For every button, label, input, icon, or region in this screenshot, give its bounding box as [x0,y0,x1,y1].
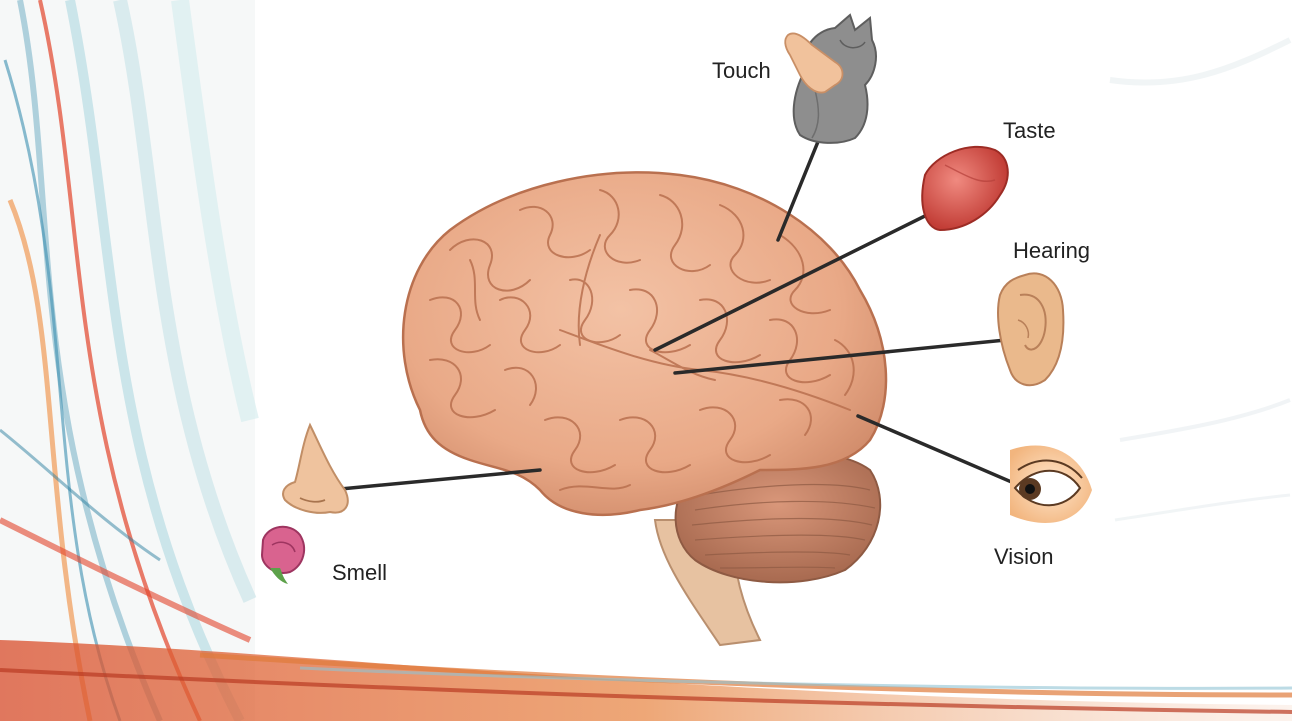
label-hearing: Hearing [1013,238,1090,264]
smell-illustration [283,425,348,513]
hearing-illustration [998,273,1063,385]
bottom-swoosh [0,640,1292,721]
rose-icon [262,527,304,573]
vision-connector [858,416,1030,490]
label-smell: Smell [332,560,387,586]
pupil [1025,484,1035,494]
smell-connector [330,470,540,490]
touch-illustration [785,15,876,143]
label-touch: Touch [712,58,771,84]
background-swirls [0,0,255,721]
tongue-icon [922,147,1008,230]
right-decoration [1110,40,1290,520]
rose-illustration [262,527,304,584]
vision-illustration [1010,446,1092,523]
taste-illustration [922,147,1008,230]
ear-icon [998,273,1063,385]
label-taste: Taste [1003,118,1056,144]
cerebrum [403,172,886,514]
nose-icon [283,425,348,513]
label-vision: Vision [994,544,1054,570]
